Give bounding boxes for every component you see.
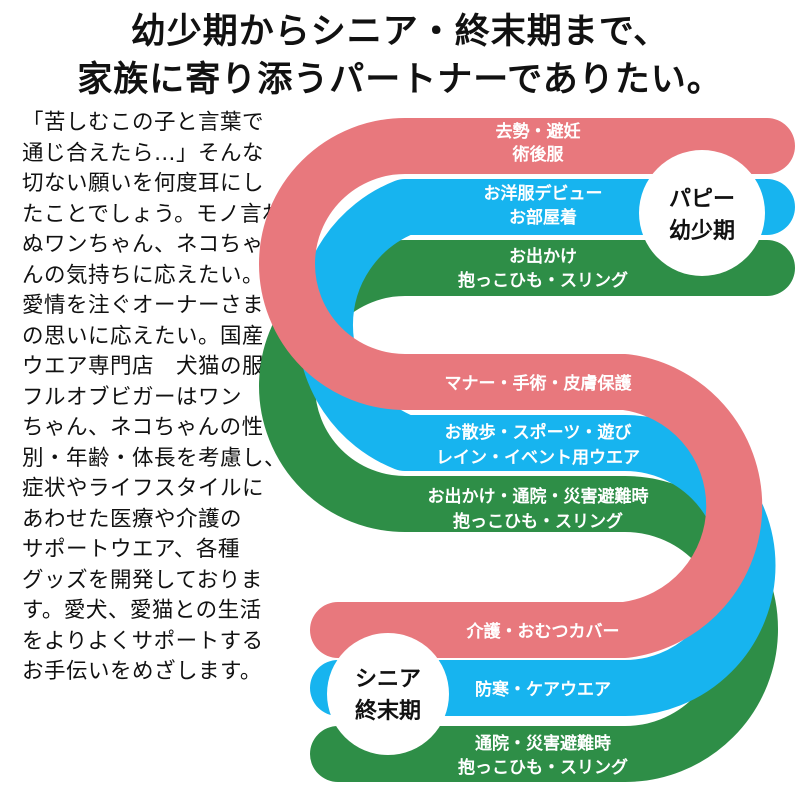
headline: 幼少期からシニア・終末期まで、 家族に寄り添うパートナーでありたい。 — [0, 8, 800, 104]
senior-badge: シニア 終末期 — [327, 633, 449, 755]
body-text: 「苦しむこの子と言葉で 通じ合えたら…」そんな 切ない願いを何度耳にし たことで… — [22, 108, 287, 688]
body-line: す。愛犬、愛猫との生活 — [22, 598, 262, 623]
label-mid-pink-1: マナー・手術・皮膚保護 — [445, 373, 633, 394]
body-line: お手伝いをめざします。 — [22, 659, 262, 684]
body-line: ぬワンちゃん、ネコちゃ — [22, 232, 264, 257]
body-line: ウエア専門店 犬猫の服 — [22, 354, 265, 379]
puppy-badge-line-1: パピー — [669, 187, 735, 212]
label-puppy-green-1: お出かけ — [509, 246, 577, 267]
senior-badge-line-2: 終末期 — [355, 698, 421, 724]
body-line: んの気持ちに応えたい。 — [22, 262, 265, 288]
body-line: 症状やライフスタイルに — [22, 476, 265, 501]
body-line: グッズを開発しておりま — [22, 567, 263, 593]
headline-line-2: 家族に寄り添うパートナーでありたい。 — [77, 60, 723, 100]
headline-line-1: 幼少期からシニア・終末期まで、 — [130, 12, 670, 52]
senior-badge-line-1: シニア — [355, 667, 421, 692]
label-puppy-green-2: 抱っこひも・スリング — [458, 270, 628, 291]
label-senior-green-2: 抱っこひも・スリング — [458, 757, 628, 778]
puppy-badge: パピー 幼少期 — [639, 150, 765, 276]
label-puppy-pink-2: 術後服 — [512, 144, 565, 165]
label-mid-blue-1: お散歩・スポーツ・遊び — [445, 422, 632, 443]
body-line: あわせた医療や介護の — [22, 506, 243, 532]
body-line: の思いに応えたい。国産 — [22, 323, 265, 349]
body-line: 切ない願いを何度耳にし — [22, 171, 265, 196]
body-line: サポートウエア、各種 — [22, 537, 240, 562]
blue-band — [297, 179, 795, 716]
label-mid-blue-2: レイン・イベント用ウエア — [436, 448, 640, 468]
label-mid-green-2: 抱っこひも・スリング — [453, 511, 623, 532]
body-line: フルオブビガーはワン — [22, 384, 243, 410]
pink-band — [259, 118, 795, 658]
body-line: 愛情を注ぐオーナーさま — [22, 293, 265, 318]
body-line: たことでしょう。モノ言わ — [22, 201, 285, 227]
label-senior-green-1: 通院・災害避難時 — [475, 733, 611, 754]
body-line: をよりよくサポートする — [22, 628, 264, 654]
body-line: 通じ合えたら…」そんな — [22, 140, 265, 166]
puppy-badge-line-2: 幼少期 — [669, 218, 735, 244]
label-puppy-pink-1: 去勢・避妊 — [496, 121, 581, 142]
label-senior-pink-1: 介護・おむつカバー — [466, 621, 620, 642]
label-mid-green-1: お出かけ・通院・災害避難時 — [428, 486, 649, 507]
body-line: ちゃん、ネコちゃんの性 — [22, 415, 264, 440]
label-puppy-blue-2: お部屋着 — [509, 207, 577, 228]
label-puppy-blue-1: お洋服デビュー — [484, 183, 603, 204]
label-senior-blue-1: 防寒・ケアウエア — [475, 679, 611, 700]
body-line: 「苦しむこの子と言葉で — [22, 110, 265, 135]
body-line: 別・年齢・体長を考慮し、 — [22, 445, 287, 471]
